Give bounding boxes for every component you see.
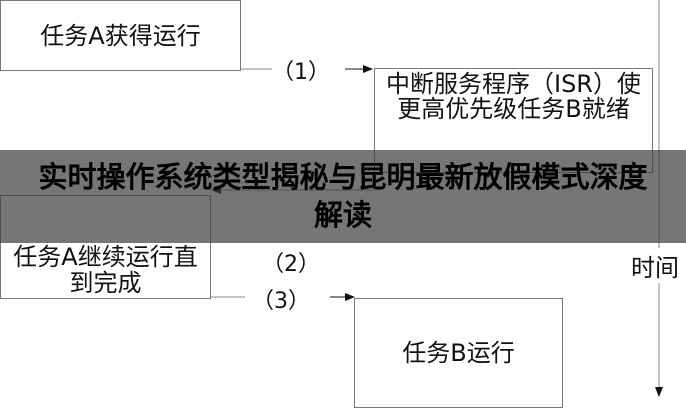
step1-label: （1） xyxy=(272,60,330,85)
step3-label: （3） xyxy=(252,289,310,314)
isr-box: 中断服务程序（ISR）使更高优先级任务B就绪 xyxy=(374,68,653,173)
isr-label: 中断服务程序（ISR）使更高优先级任务B就绪 xyxy=(386,70,641,123)
task-b-run-label: 任务B运行 xyxy=(402,339,515,367)
time-axis-label: 时间 xyxy=(631,248,679,283)
overlay-title: 实时操作系统类型揭秘与昆明最新放假模式深度解读 xyxy=(38,160,648,232)
task-b-run-box: 任务B运行 xyxy=(354,298,563,408)
step2-label: （2） xyxy=(262,252,320,277)
task-a-run-box: 任务A获得运行 xyxy=(0,0,241,71)
task-a-continue-label: 任务A继续运行直到完成 xyxy=(13,243,198,297)
task-a-run-label: 任务A获得运行 xyxy=(40,21,201,50)
title-overlay xyxy=(0,150,686,243)
